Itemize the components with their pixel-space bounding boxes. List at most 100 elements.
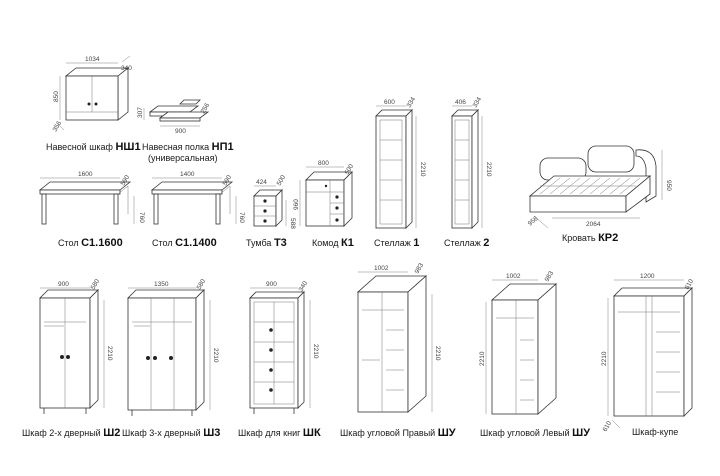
s1600-dim-depth: 590 [120, 174, 132, 187]
item-st1-drawing: 600 334 2210 [375, 96, 426, 229]
sh3-dim-height: 2210 [212, 348, 219, 363]
item-shk-drawing: 900 340 2210 [249, 280, 319, 414]
caption-s1600: Стол С1.1600 [58, 237, 123, 249]
shkupe-dim-height: 2210 [601, 351, 608, 366]
shkupe-dim-depth: 610 [684, 278, 696, 291]
caption-st1: Стеллаж 1 [374, 237, 419, 249]
caption-t3: Тумба Т3 [246, 237, 287, 249]
caption-shu-right: Шкаф угловой Правый ШУ [340, 427, 456, 439]
item-t3-drawing: 424 500 588 [253, 174, 296, 229]
sh3-dim-width: 1350 [154, 281, 169, 288]
nsh1-dim-height: 850 [53, 91, 60, 102]
k1-name: Комод [312, 238, 339, 248]
item-np1-drawing: 307 900 256 [137, 99, 212, 135]
item-s1400-drawing: 1400 590 760 [150, 171, 245, 225]
kr2-code: КР2 [598, 232, 619, 244]
shu-right-dim-height: 2210 [434, 346, 441, 361]
st2-code: 2 [483, 237, 490, 249]
sh3-name: Шкаф 3-х дверный [122, 428, 201, 438]
nsh1-name: Навесной шкаф [46, 142, 113, 152]
shu-right-name: Шкаф угловой Правый [340, 428, 436, 438]
k1-code: К1 [341, 237, 354, 249]
caption-kr2: Кровать КР2 [562, 232, 618, 244]
t3-code: Т3 [273, 237, 287, 249]
s1600-code: С1.1600 [81, 237, 123, 249]
sh2-dim-depth: 580 [90, 278, 102, 291]
s1400-code: С1.1400 [175, 237, 217, 249]
st1-code: 1 [413, 237, 420, 249]
np1-dim-width: 900 [175, 128, 186, 135]
caption-np1-sub: (универсальная) [148, 153, 217, 163]
s1600-dim-width: 1600 [78, 171, 93, 178]
sh3-dim-depth: 580 [196, 278, 208, 291]
sh3-code: Ш3 [203, 427, 221, 439]
shu-left-name: Шкаф угловой Левый [480, 428, 570, 438]
shu-left-dim-height: 2210 [479, 351, 486, 366]
s1400-dim-height: 760 [238, 212, 245, 223]
sh2-dim-width: 900 [58, 281, 69, 288]
nsh1-dim-depth: 340 [121, 65, 132, 72]
np1-dim-height: 307 [137, 107, 144, 118]
s1400-dim-depth: 590 [222, 174, 234, 187]
item-st2-drawing: 406 334 2210 [451, 96, 492, 229]
item-kr2-drawing: 950 2064 956 [527, 145, 672, 229]
caption-st2: Стеллаж 2 [444, 237, 489, 249]
s1600-dim-height: 760 [138, 212, 145, 223]
shk-dim-height: 2210 [312, 344, 319, 359]
item-shu-left-drawing: 1002 983 2210 [479, 270, 558, 415]
item-s1600-drawing: 1600 590 760 [38, 171, 145, 225]
np1-name: Навесная полка [142, 142, 210, 152]
shkupe-name: Шкаф-купе [632, 427, 679, 437]
s1400-dim-width: 1400 [180, 171, 195, 178]
caption-shkupe: Шкаф-купе [632, 427, 678, 437]
k1-dim-depth: 500 [344, 163, 356, 176]
st1-dim-depth: 334 [406, 96, 418, 109]
caption-np1: Навесная полка НП1 [142, 141, 234, 153]
shu-right-dim-depth: 983 [414, 262, 426, 275]
item-sh2-drawing: 900 580 2210 [39, 278, 113, 414]
st1-dim-width: 600 [384, 99, 395, 106]
shu-right-dim-width: 1002 [374, 265, 389, 272]
st2-dim-depth: 334 [472, 96, 484, 109]
np1-dim-depth: 256 [200, 102, 212, 115]
sh2-code: Ш2 [103, 427, 121, 439]
caption-nsh1: Навесной шкаф НШ1 [46, 141, 141, 153]
sh2-name: Шкаф 2-х дверный [22, 428, 101, 438]
shk-dim-depth: 340 [298, 280, 310, 293]
shk-name: Шкаф для книг [238, 428, 301, 438]
kr2-dim-length: 2064 [586, 221, 601, 228]
st1-name: Стеллаж [374, 238, 411, 248]
caption-shk: Шкаф для книг ШК [238, 427, 321, 439]
st2-dim-height: 2210 [485, 162, 492, 177]
kr2-name: Кровать [562, 233, 596, 243]
shu-left-code: ШУ [572, 427, 591, 439]
sh2-dim-height: 2210 [106, 346, 113, 361]
shu-left-dim-width: 1002 [506, 273, 521, 280]
t3-dim-depth: 500 [276, 174, 288, 187]
item-shkupe-drawing: 1200 610 2210 610 [601, 273, 695, 433]
caption-shu-left: Шкаф угловой Левый ШУ [480, 427, 590, 439]
k1-dim-height: 960 [293, 199, 300, 210]
shk-code: ШК [302, 427, 321, 439]
s1600-name: Стол [58, 238, 79, 248]
st1-dim-height: 2210 [419, 162, 426, 177]
caption-sh3: Шкаф 3-х дверный Ш3 [122, 427, 220, 439]
st2-name: Стеллаж [444, 238, 481, 248]
shk-dim-width: 900 [266, 281, 277, 288]
t3-dim-height: 588 [289, 218, 296, 229]
item-nsh1-drawing: 1034 340 850 356 [52, 55, 132, 133]
shkupe-dim-depth2: 610 [602, 420, 614, 433]
caption-s1400: Стол С1.1400 [152, 237, 217, 249]
caption-sh2: Шкаф 2-х дверный Ш2 [22, 427, 120, 439]
nsh1-dim-depth2: 356 [52, 120, 64, 133]
item-k1-drawing: 800 500 960 [293, 160, 356, 227]
nsh1-code: НШ1 [115, 141, 141, 153]
s1400-name: Стол [152, 238, 173, 248]
t3-dim-width: 424 [256, 179, 267, 186]
item-sh3-drawing: 1350 580 2210 [127, 278, 219, 416]
t3-name: Тумба [246, 238, 272, 248]
caption-k1: Комод К1 [312, 237, 354, 249]
st2-dim-width: 406 [455, 99, 466, 106]
shu-left-dim-depth: 983 [544, 270, 556, 283]
